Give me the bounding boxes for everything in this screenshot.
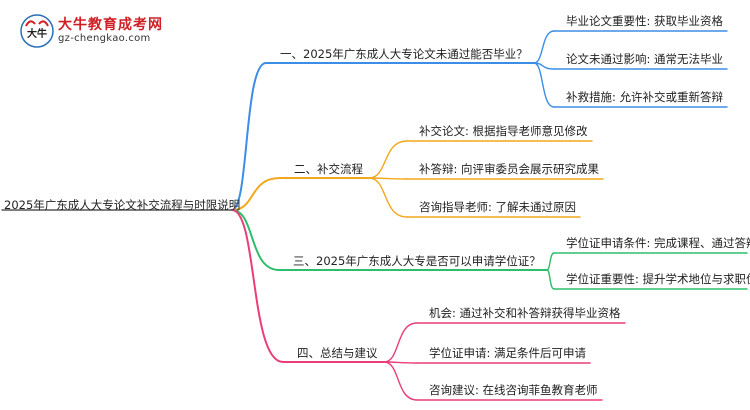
connector-root-branch-1 (231, 62, 267, 211)
logo-url: gz-chengkao.com (58, 33, 151, 44)
branch-2-item-1: 补交论文: 根据指导老师意见修改 (419, 124, 588, 138)
branch-2-item-3: 咨询指导老师: 了解未通过原因 (419, 200, 577, 214)
connector-branch-2-item-1 (368, 140, 408, 179)
branch-4-item-1: 机会: 通过补交和补答辩获得毕业资格 (429, 306, 621, 320)
connector-root-branch-3 (231, 209, 280, 271)
branch-2-label: 二、补交流程 (294, 162, 363, 176)
branch-1-item-2: 论文未通过影响: 通常无法毕业 (566, 52, 724, 66)
branch-2-item-2: 补答辩: 向评审委员会展示研究成果 (419, 162, 600, 176)
connector-branch-3-item-1 (546, 252, 555, 271)
branch-3-label: 三、2025年广东成人大专是否可以申请学位证？ (293, 254, 541, 268)
connector-branch-4-item-1 (383, 322, 418, 363)
connector-root-branch-2 (231, 177, 281, 211)
site-logo[interactable]: 大牛 大牛教育成考网 gz-chengkao.com (20, 14, 230, 50)
branch-4-label: 四、总结与建议 (297, 346, 378, 360)
connector-branch-1-item-1 (533, 30, 555, 64)
connector-branch-3-item-2 (546, 269, 555, 290)
branch-1-label: 一、2025年广东成人大专论文未通过能否毕业？ (280, 47, 528, 61)
connector-branch-2-item-3 (368, 177, 408, 218)
branch-1-item-1: 毕业论文重要性: 获取毕业资格 (566, 14, 724, 28)
connector-branch-4-item-3 (383, 361, 418, 401)
branch-4-item-3: 咨询建议: 在线咨询菲鱼教育老师 (429, 383, 598, 397)
root-node: 2025年广东成人大专论文补交流程与时限说明 (4, 198, 241, 212)
branch-1-item-3: 补救措施: 允许补交或重新答辩 (566, 90, 724, 104)
branch-3-item-2: 学位证重要性: 提升学术地位与求职优势 (566, 272, 750, 286)
branch-3-item-1: 学位证申请条件: 完成课程、通过答辩 (566, 236, 750, 250)
connector-branch-1-item-3 (533, 62, 555, 108)
logo-title: 大牛教育成考网 (58, 17, 163, 33)
bull-logo-icon: 大牛 (20, 14, 54, 48)
logo-mark-text: 大牛 (27, 27, 47, 40)
connector-root-branch-4 (231, 209, 284, 363)
branch-4-item-2: 学位证申请: 满足条件后可申请 (429, 346, 587, 360)
